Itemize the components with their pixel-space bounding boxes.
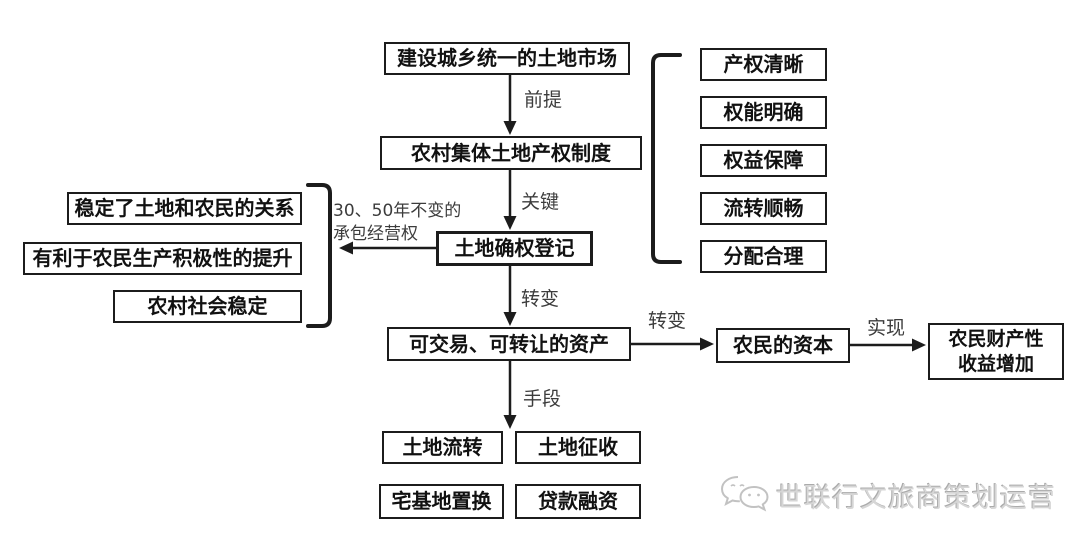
arrow-realize xyxy=(850,338,926,352)
node-collective-land-property-system: 农村集体土地产权制度 xyxy=(380,136,642,170)
node-clear-powers: 权能明确 xyxy=(700,96,827,129)
node-smooth-circulation: 流转顺畅 xyxy=(700,192,827,225)
edge-label-key: 关键 xyxy=(521,191,560,213)
arrow-transform-down xyxy=(503,266,517,326)
edge-label-premise: 前提 xyxy=(524,89,563,111)
node-reasonable-distribution: 分配合理 xyxy=(700,240,827,273)
arrow-premise xyxy=(503,74,517,135)
node-unified-land-market: 建设城乡统一的土地市场 xyxy=(384,42,630,75)
wechat-icon xyxy=(720,476,769,512)
node-rural-social-stability: 农村社会稳定 xyxy=(113,290,302,323)
node-farmer-property-income-line1: 农民财产性 xyxy=(948,327,1044,350)
node-homestead-replacement: 宅基地置换 xyxy=(379,484,504,519)
watermark: 世联行文旅商策划运营 xyxy=(718,474,1056,516)
node-clear-property-rights: 产权清晰 xyxy=(700,48,827,81)
node-land-rights-registration: 土地确权登记 xyxy=(436,231,593,266)
node-farmer-property-income: 农民财产性 收益增加 xyxy=(928,323,1064,380)
edge-label-contract-line1: 30、50年不变的 xyxy=(333,201,462,221)
node-land-expropriation: 土地征收 xyxy=(515,431,641,464)
arrow-key xyxy=(503,170,517,230)
edge-label-means: 手段 xyxy=(523,388,562,410)
right-group-bracket xyxy=(651,53,682,264)
edge-label-contract-line2: 承包经营权 xyxy=(333,224,418,244)
node-land-circulation: 土地流转 xyxy=(382,431,503,464)
node-stabilized-land-farmer-relation: 稳定了土地和农民的关系 xyxy=(67,192,302,225)
node-tradable-transferable-asset: 可交易、可转让的资产 xyxy=(387,327,631,361)
left-group-bracket xyxy=(306,183,332,328)
node-farmer-production-enthusiasm: 有利于农民生产积极性的提升 xyxy=(23,242,302,275)
edge-label-transform-down: 转变 xyxy=(521,288,560,310)
edge-label-realize: 实现 xyxy=(867,317,906,339)
edge-label-transform-right: 转变 xyxy=(648,310,687,332)
arrow-transform-right xyxy=(631,337,714,351)
watermark-text: 世联行文旅商策划运营 xyxy=(776,482,1056,514)
node-rights-protection: 权益保障 xyxy=(700,144,827,177)
arrow-means xyxy=(503,360,517,429)
node-farmer-property-income-line2: 收益增加 xyxy=(957,352,1034,375)
node-farmer-capital: 农民的资本 xyxy=(716,328,850,363)
node-loan-financing: 贷款融资 xyxy=(515,484,641,519)
